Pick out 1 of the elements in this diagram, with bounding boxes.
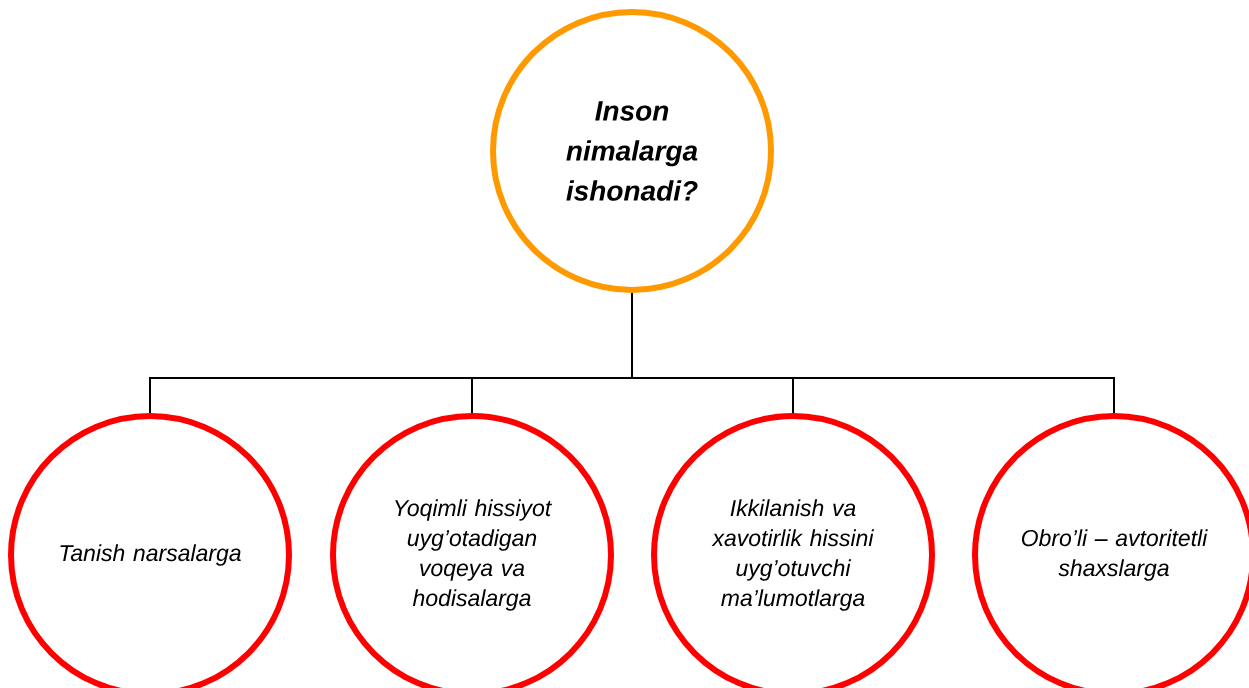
connector-line	[631, 292, 1115, 414]
